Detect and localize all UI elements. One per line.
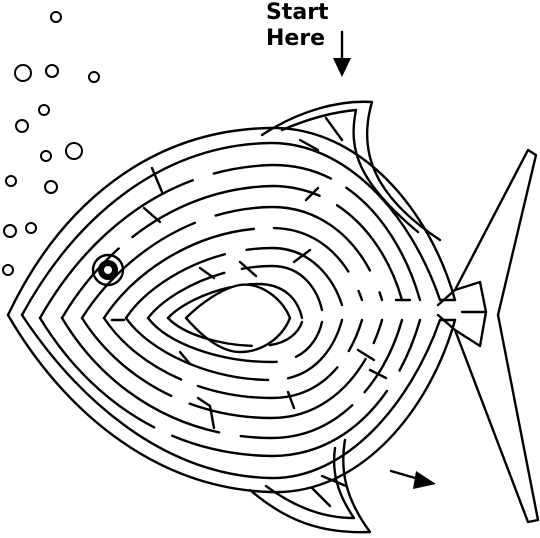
fish-body: [6, 126, 457, 494]
exit-arrow-icon: [389, 469, 436, 489]
fish-tail: [436, 148, 540, 524]
fish-eye-icon: [91, 253, 125, 287]
start-here-label: Start Here: [266, 0, 329, 51]
maze-walls: [38, 163, 422, 458]
bottom-fin: [248, 438, 372, 534]
start-arrow-icon: [333, 30, 351, 77]
bubbles: [2, 11, 100, 276]
